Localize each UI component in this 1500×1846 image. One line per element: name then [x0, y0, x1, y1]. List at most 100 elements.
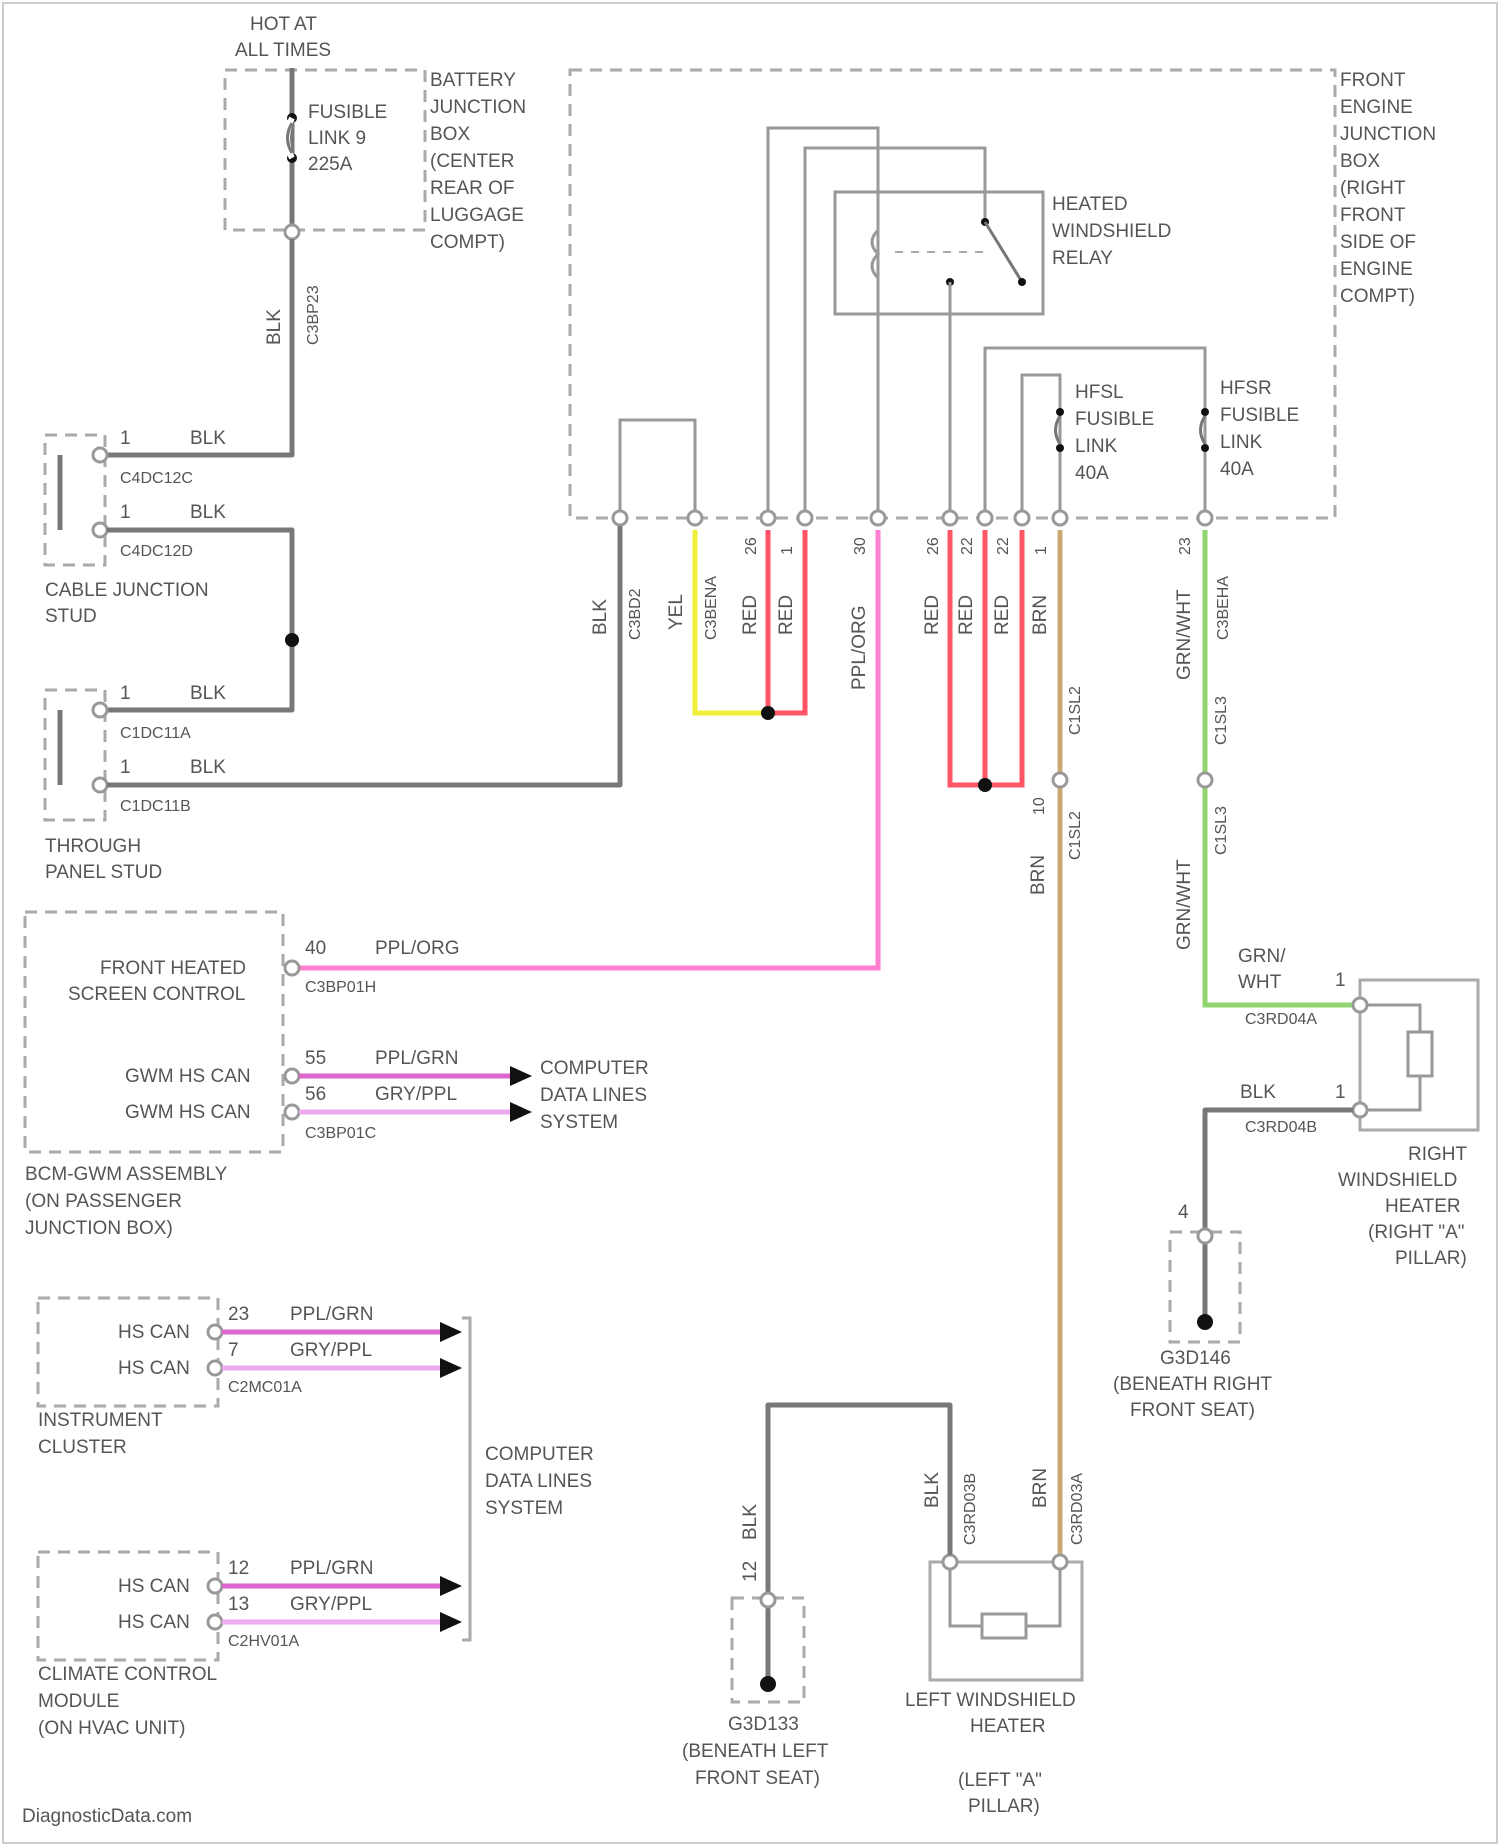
- bcm-conn2: C3BP01C: [305, 1125, 376, 1142]
- fuse-label-3: 225A: [308, 154, 353, 175]
- cc-label-3: (ON HVAC UNIT): [38, 1718, 185, 1739]
- wire-w2-color: YEL: [666, 594, 687, 630]
- splice-s2-color: GRN/WHT: [1174, 859, 1195, 950]
- lh-wire2: BRN: [1030, 1468, 1051, 1508]
- cable-stud-wire1: BLK: [190, 428, 226, 449]
- splice-dot: [978, 778, 992, 792]
- wire-w4-pin: 1: [779, 546, 796, 555]
- wire-w7-color: RED: [956, 595, 977, 635]
- rh-wire1-line1: GRN/: [1238, 946, 1286, 967]
- front-box-label-5: (RIGHT: [1340, 178, 1406, 199]
- hfsl-label-4: 40A: [1075, 463, 1109, 484]
- wire-w1-color: BLK: [590, 599, 611, 635]
- cc-wire1: PPL/GRN: [290, 1558, 373, 1579]
- lg-name: G3D133: [728, 1714, 799, 1735]
- rh-pin2: 1: [1335, 1082, 1346, 1103]
- arrow-icon: [510, 1066, 532, 1086]
- bcm-label-2: (ON PASSENGER: [25, 1191, 182, 1212]
- splice-connector-s2: [1198, 773, 1212, 787]
- battery-box-label-6: LUGGAGE: [430, 205, 524, 226]
- splice-s1-label: C1SL2: [1067, 686, 1084, 735]
- ic-can-h-label: HS CAN: [118, 1322, 190, 1343]
- wire-w10-pin: 23: [1177, 537, 1194, 555]
- computer-data-3: SYSTEM: [485, 1498, 563, 1519]
- lh-label-2: HEATER: [970, 1716, 1046, 1737]
- wire-w10-conn: C3BEHA: [1215, 576, 1232, 640]
- bcm-wire3: GRY/PPL: [375, 1084, 457, 1105]
- through-stud-conn1: C1DC11A: [120, 725, 191, 742]
- battery-wire-connector: C3BP23: [305, 285, 322, 345]
- hfsr-label-3: LINK: [1220, 432, 1263, 453]
- battery-ground-wire: [100, 239, 292, 455]
- cable-stud-label-2: STUD: [45, 606, 97, 627]
- heated-windshield-relay: [835, 192, 1043, 314]
- bcm-dest-2: DATA LINES: [540, 1085, 647, 1106]
- cable-stud-pin2: 1: [120, 502, 131, 523]
- ic-conn: C2MC01A: [228, 1379, 302, 1396]
- splice-s1-color: BRN: [1028, 855, 1049, 895]
- rh-pin1: 1: [1335, 970, 1346, 991]
- bcm-dest-3: SYSTEM: [540, 1112, 618, 1133]
- battery-box-label-4: (CENTER: [430, 151, 514, 172]
- data-lines-bracket: [462, 1318, 470, 1640]
- lg-label-2: FRONT SEAT): [695, 1768, 820, 1789]
- wire-w3-color: RED: [740, 595, 761, 635]
- battery-wire-color: BLK: [264, 309, 285, 345]
- cc-label-2: MODULE: [38, 1691, 119, 1712]
- hfsr-label-1: HFSR: [1220, 378, 1272, 399]
- lh-conn2: C3RD03A: [1069, 1473, 1086, 1545]
- battery-box-label-1: BATTERY: [430, 70, 516, 91]
- wire-w5-color: PPL/ORG: [849, 606, 870, 690]
- wire-w9-pin: 1: [1033, 546, 1050, 555]
- battery-box-label-2: JUNCTION: [430, 97, 526, 118]
- wire-w2-conn: C3BENA: [703, 576, 720, 640]
- ground-icon: [760, 1676, 776, 1692]
- hot-label-line1: HOT AT: [250, 14, 317, 35]
- arrow-icon: [440, 1322, 462, 1342]
- rh-wire2: BLK: [1240, 1082, 1276, 1103]
- wire-w9-color: BRN: [1030, 595, 1051, 635]
- front-box-label-1: FRONT: [1340, 70, 1406, 91]
- cc-label-1: CLIMATE CONTROL: [38, 1664, 217, 1685]
- hfsl-label-1: HFSL: [1075, 382, 1124, 403]
- ground-icon: [1197, 1314, 1213, 1330]
- bcm-can-h-label: GWM HS CAN: [125, 1066, 251, 1087]
- bcm-wire1: PPL/ORG: [375, 938, 459, 959]
- splice-s1-pin: 10: [1031, 797, 1048, 815]
- fuse-label-2: LINK 9: [308, 128, 366, 149]
- cc-can-h-label: HS CAN: [118, 1576, 190, 1597]
- cable-stud-pin1: 1: [120, 428, 131, 449]
- lh-label-1: LEFT WINDSHIELD: [905, 1690, 1076, 1711]
- wire-w1-conn: C3BD2: [627, 588, 644, 640]
- bcm-box-label-2: SCREEN CONTROL: [68, 984, 245, 1005]
- wire-w7-pin: 22: [959, 537, 976, 555]
- bcm-box-label-1: FRONT HEATED: [100, 958, 246, 979]
- relay-label-3: RELAY: [1052, 248, 1113, 269]
- bcm-gwm-assembly: FRONT HEATED SCREEN CONTROL 40 PPL/ORG C…: [25, 912, 649, 1239]
- rg-label-2: FRONT SEAT): [1130, 1400, 1255, 1421]
- cc-pin2: 13: [228, 1594, 249, 1615]
- cable-stud-conn1: C4DC12C: [120, 470, 193, 487]
- front-box-label-7: SIDE OF: [1340, 232, 1416, 253]
- bcm-can-l-label: GWM HS CAN: [125, 1102, 251, 1123]
- rg-pin: 4: [1178, 1202, 1189, 1223]
- front-box-label-8: ENGINE: [1340, 259, 1413, 280]
- splice-s2-label: C1SL3: [1213, 696, 1230, 745]
- ic-can-l-label: HS CAN: [118, 1358, 190, 1379]
- battery-junction-box: HOT AT ALL TIMES FUSIBLE LINK 9 225A BAT…: [225, 14, 526, 253]
- splice-connector-s1: [1053, 773, 1067, 787]
- front-box-label-4: BOX: [1340, 151, 1380, 172]
- red-wire-e: [985, 530, 1022, 785]
- rh-label-2: WINDSHIELD: [1338, 1170, 1457, 1191]
- splice-s2-label-b: C1SL3: [1213, 806, 1230, 855]
- bcm-wire2: PPL/GRN: [375, 1048, 458, 1069]
- splice-dot: [285, 633, 299, 647]
- front-box-label-2: ENGINE: [1340, 97, 1413, 118]
- wire-w4-color: RED: [776, 595, 797, 635]
- cable-stud-conn2: C4DC12D: [120, 543, 193, 560]
- hfsr-label-4: 40A: [1220, 459, 1254, 480]
- heater-element-icon: [1408, 1032, 1432, 1076]
- instrument-cluster: HS CAN HS CAN 23 PPL/GRN 7 GRY/PPL C2MC0…: [38, 1298, 462, 1458]
- cable-stud-label-1: CABLE JUNCTION: [45, 580, 209, 601]
